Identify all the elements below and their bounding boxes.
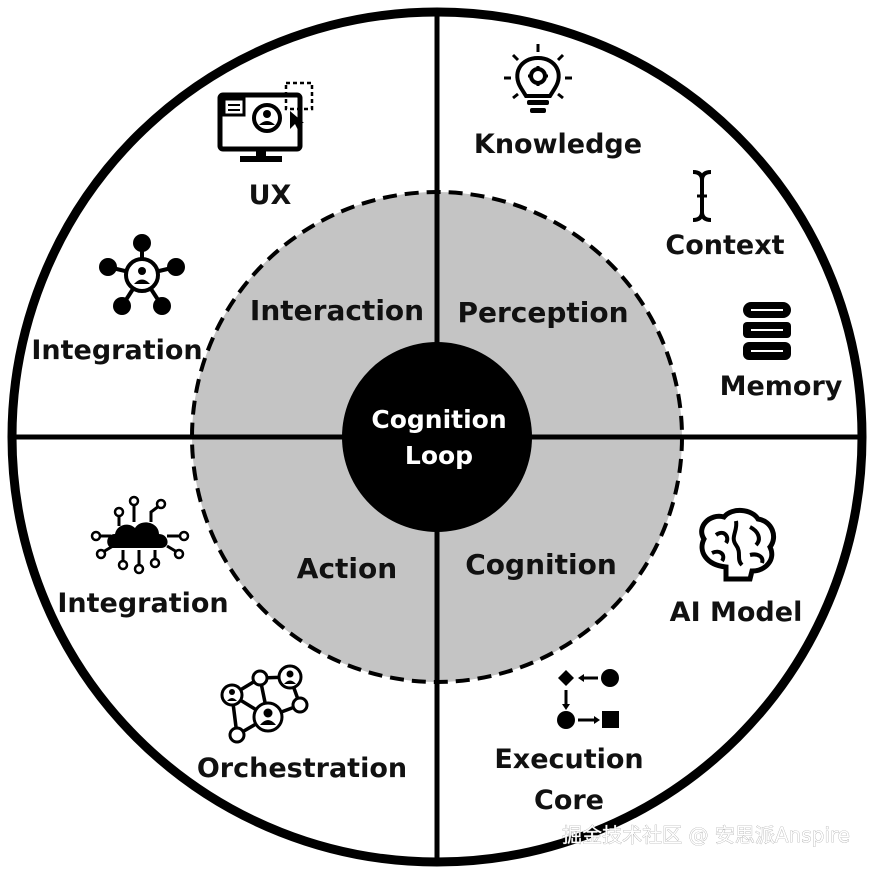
watermark-text: 掘金技术社区 @ 安思派Anspire <box>562 823 850 847</box>
outer-label-core: Core <box>534 785 604 816</box>
inner-label-action: Action <box>297 552 397 585</box>
outer-label-integration-top: Integration <box>31 335 202 366</box>
outer-label-context: Context <box>665 230 784 261</box>
outer-label-orchestration: Orchestration <box>197 753 407 784</box>
database-icon <box>743 302 791 360</box>
outer-label-integration-bottom: Integration <box>57 588 228 619</box>
inner-label-interaction: Interaction <box>250 294 424 327</box>
network-hub-icon <box>99 234 185 315</box>
center-label-line2: Loop <box>405 441 473 470</box>
inner-label-cognition: Cognition <box>465 548 617 581</box>
lightbulb-gear-icon <box>504 44 572 113</box>
outer-label-ai-model: AI Model <box>670 597 803 628</box>
outer-label-ux: UX <box>249 180 292 211</box>
center-circle <box>342 342 532 532</box>
center-label-line1: Cognition <box>371 405 506 434</box>
brain-icon <box>699 508 776 582</box>
outer-label-execution: Execution <box>494 744 643 775</box>
outer-label-knowledge: Knowledge <box>474 129 642 160</box>
outer-label-memory: Memory <box>720 371 843 402</box>
monitor-user-icon <box>217 81 314 162</box>
people-network-icon <box>220 664 309 744</box>
text-cursor-icon <box>692 170 712 222</box>
cloud-network-icon <box>90 495 190 575</box>
inner-label-perception: Perception <box>457 296 628 329</box>
flow-shapes-icon <box>557 669 619 729</box>
